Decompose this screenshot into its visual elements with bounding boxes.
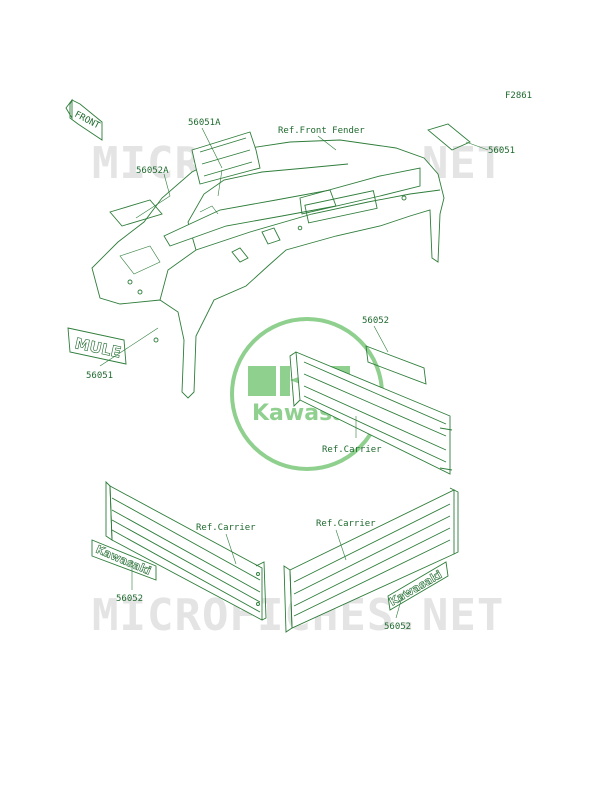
figure-code: F2861 xyxy=(505,91,532,101)
label-56052A: 56052A xyxy=(136,166,169,176)
label-ref-carrier-right: Ref.Carrier xyxy=(316,519,376,529)
decal-56051-top xyxy=(427,123,471,151)
decal-mule: MULE xyxy=(67,327,127,365)
label-ref-front-fender: Ref.Front Fender xyxy=(278,126,365,136)
label-56051-left: 56051 xyxy=(86,371,113,381)
label-ref-carrier-left: Ref.Carrier xyxy=(196,523,256,533)
label-56052-right: 56052 xyxy=(384,622,411,632)
label-56052-left: 56052 xyxy=(116,594,143,604)
carrier-gate-right xyxy=(283,487,459,633)
carrier-gate-middle xyxy=(289,351,453,475)
decal-56051A xyxy=(191,131,261,185)
decal-56052-mid xyxy=(365,345,427,385)
label-56051A: 56051A xyxy=(188,118,221,128)
label-56051-top: 56051 xyxy=(488,146,515,156)
label-56052-mid: 56052 xyxy=(362,316,389,326)
carrier-gate-left xyxy=(105,480,267,621)
label-ref-carrier-mid: Ref.Carrier xyxy=(322,445,382,455)
front-arrow-icon: FRONT xyxy=(65,98,103,141)
rear-body-assembly xyxy=(91,139,445,399)
decal-56052A xyxy=(109,199,163,227)
leader-lines xyxy=(99,127,489,619)
